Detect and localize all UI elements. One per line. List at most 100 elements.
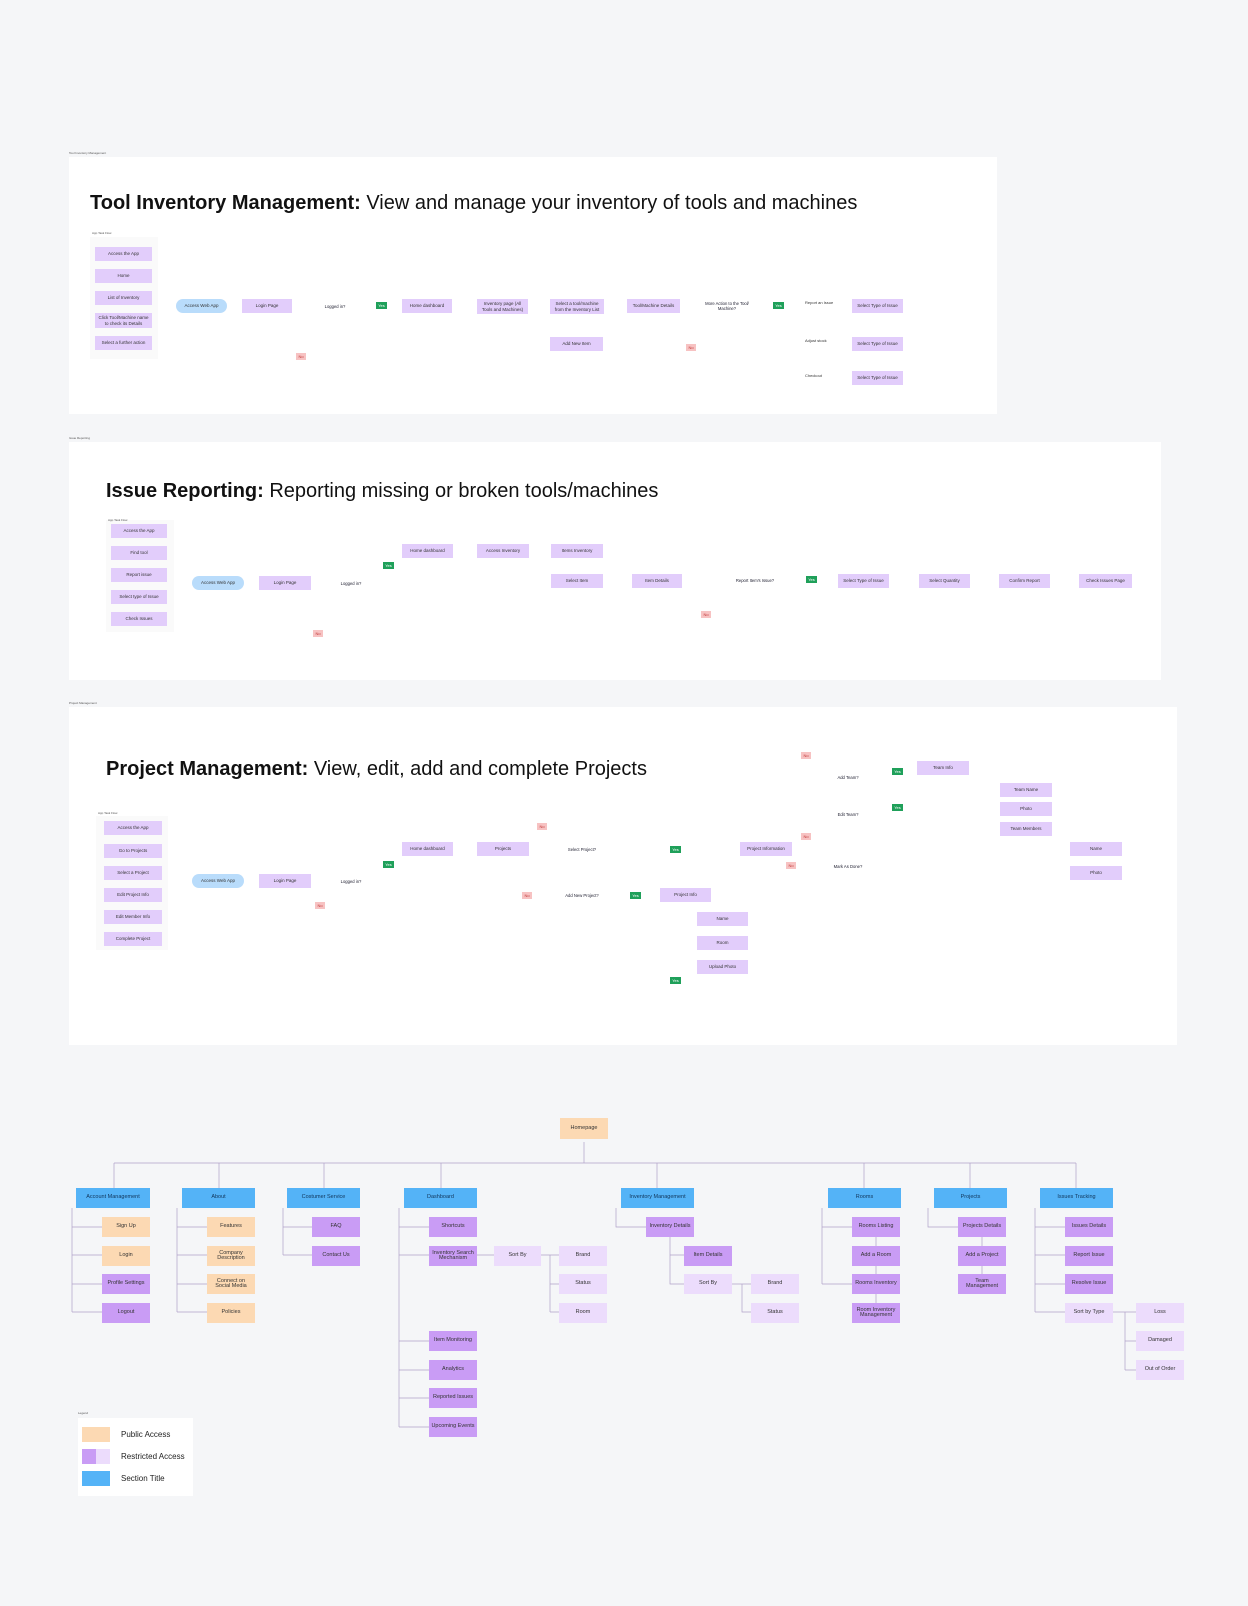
sitemap-item: Item Monitoring [429,1331,477,1351]
decision-logged-in: Logged in? [340,878,362,884]
node-select-item: Select Item [551,574,603,588]
node-add-new-item: Add New Item [550,337,603,351]
sitemap-item: Reported Issues [429,1388,477,1408]
sitemap-item: Inventory Details [646,1217,694,1237]
node-access-web-app: Access Web App [192,874,244,888]
task-step: Select a Project [104,866,162,880]
section-costumer-service: Costumer Service [287,1188,360,1208]
legend-swatch-public [82,1427,110,1442]
sitemap-item: FAQ [312,1217,360,1237]
node-login-page: Login Page [242,299,292,313]
task-step: Go to Projects [104,844,162,858]
sitemap-item: Room Inventory Management [852,1303,900,1323]
task-flow-label: App Task Flow [92,231,112,235]
legend-swatch-restricted-light [96,1449,110,1464]
task-step: List of Inventory [95,291,152,305]
task-step: Select a further action [95,336,152,350]
node-room: Room [697,936,748,950]
sitemap-sort-by: Sort By [494,1246,541,1266]
decision-add-team: Add Team? [837,774,859,780]
sitemap-item: Resolve Issue [1065,1274,1113,1294]
frame-label: Project Management [69,701,97,705]
yes-tag: Yes [630,892,641,899]
sitemap-item: Login [102,1246,150,1266]
sitemap-sort-option: Loss [1136,1303,1184,1323]
sitemap-item: Add a Project [958,1246,1006,1266]
sitemap-item: Features [207,1217,255,1237]
task-step: Click Tool/Machine name to check its Det… [95,313,152,328]
node-login-page: Login Page [259,874,311,888]
sitemap-item: Company Description [207,1246,255,1266]
decision-report-issue: Report Item's Issue? [735,578,775,583]
node-photo: Photo [1000,802,1052,816]
node-home-dashboard: Home dashboard [402,544,453,558]
node-projects: Projects [477,842,529,856]
node-access-web-app: Access Web App [176,299,227,313]
no-tag: No [537,823,547,830]
edge-label-report: Report an Issue [805,300,834,305]
node-home-dashboard: Home dashboard [402,299,452,313]
node-access-inventory: Access Inventory [477,544,529,558]
section-issues-tracking: Issues Tracking [1040,1188,1113,1208]
sitemap-item: Profile Settings [102,1274,150,1294]
sitemap-item: Rooms Inventory [852,1274,900,1294]
node-tool-details: Tool/Machine Details [627,299,680,313]
legend-public: Public Access [121,1430,171,1439]
decision-logged-in: Logged in? [340,580,362,586]
node-access-web-app: Access Web App [192,576,244,590]
issue-reporting-frame [69,442,1161,680]
sitemap-item: Team Management [958,1274,1006,1294]
edge-label-checkout: Checkout [805,373,822,378]
sitemap-item: Contact Us [312,1246,360,1266]
node-name: Name [697,912,748,926]
sitemap-item: Analytics [429,1360,477,1380]
sitemap-sort-option: Brand [751,1274,799,1294]
sitemap-item: Add a Room [852,1246,900,1266]
sitemap-sort-option: Status [751,1303,799,1323]
node-select-tool: Select a tool/machine from the Inventory… [550,299,604,314]
section-dashboard: Dashboard [404,1188,477,1208]
no-tag: No [801,833,811,840]
frame-label: Tool Inventory Management [69,151,107,155]
task-flow-panel [96,816,168,950]
node-home-dashboard: Home dashboard [402,842,453,856]
node-items-inventory: Items Inventory [551,544,603,558]
node-select-type-issue: Select Type of Issue [852,337,903,351]
node-upload-photo: Upload Photo [697,960,748,974]
task-step: Access the App [104,821,162,835]
node-project-information: Project Information [740,842,792,856]
sitemap-item: Issues Details [1065,1217,1113,1237]
no-tag: No [686,344,696,351]
sitemap-item: Sign Up [102,1217,150,1237]
node-check-issues: Check Issues Page [1079,574,1132,588]
sitemap-item: Sort by Type [1065,1303,1113,1323]
section-account-management: Account Management [76,1188,150,1208]
task-flow-label: App Task Flow [108,518,128,522]
sitemap-item: Projects Details [958,1217,1006,1237]
no-tag: No [522,892,532,899]
sitemap-item: Policies [207,1303,255,1323]
sitemap-item: Connect on Social Media [207,1274,255,1294]
node-team-name: Team Name [1000,783,1052,797]
task-flow-label: App Task Flow [98,811,118,815]
no-tag: No [315,902,325,909]
task-step: Report issue [111,568,167,582]
frame-label: Issue Reporting [69,436,91,440]
node-names: Name [1070,842,1122,856]
yes-tag: Yes [383,562,394,569]
task-step: Access the App [111,524,167,538]
node-confirm-report: Confirm Report [999,574,1050,588]
sitemap-sort-option: Brand [559,1246,607,1266]
sitemap-sort-option: Room [559,1303,607,1323]
yes-tag: Yes [376,302,387,309]
frame-title: Tool Inventory Management: View and mana… [90,192,858,214]
yes-tag: Yes [383,861,394,868]
no-tag: No [296,353,306,360]
decision-edit-team: Edit Team? [837,811,859,817]
node-select-quantity: Select Quantity [919,574,970,588]
node-item-details: Item Details [632,574,682,588]
node-photo: Photo [1070,866,1122,880]
yes-tag: Yes [773,302,784,309]
frame-title: Issue Reporting: Reporting missing or br… [106,480,659,502]
legend-section: Section Title [121,1474,165,1483]
